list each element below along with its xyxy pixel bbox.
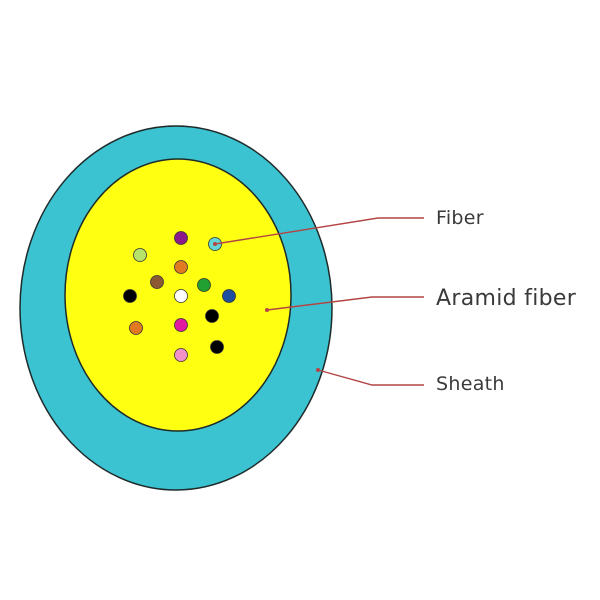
sheath-label: Sheath [436,373,505,395]
leader-lines [213,217,424,386]
aramid-fiber-label: Aramid fiber [436,286,577,311]
fiber-leader-dot [213,242,217,246]
fiber-black-left [123,289,137,303]
fiber-green [197,278,211,292]
fiber-bundle [123,231,236,362]
fiber-magenta [174,318,188,332]
sheath-leader-dot [316,368,320,372]
fiber-leader-line [214,217,424,245]
fiber-orange [174,260,188,274]
fiber-blue [222,289,236,303]
fiber-black-right [205,309,219,323]
fiber-white [174,289,188,303]
fiber-black-bottom [210,340,224,354]
fiber-light-green [133,248,147,262]
sheath-leader-line [317,369,424,386]
fiber-pink [174,348,188,362]
aramid-leader-dot [265,308,269,312]
fiber-brown [150,275,164,289]
fiber-orange-left [129,321,143,335]
fiber-label: Fiber [436,207,484,229]
fiber-purple [174,231,188,245]
aramid-leader-line [266,296,424,311]
